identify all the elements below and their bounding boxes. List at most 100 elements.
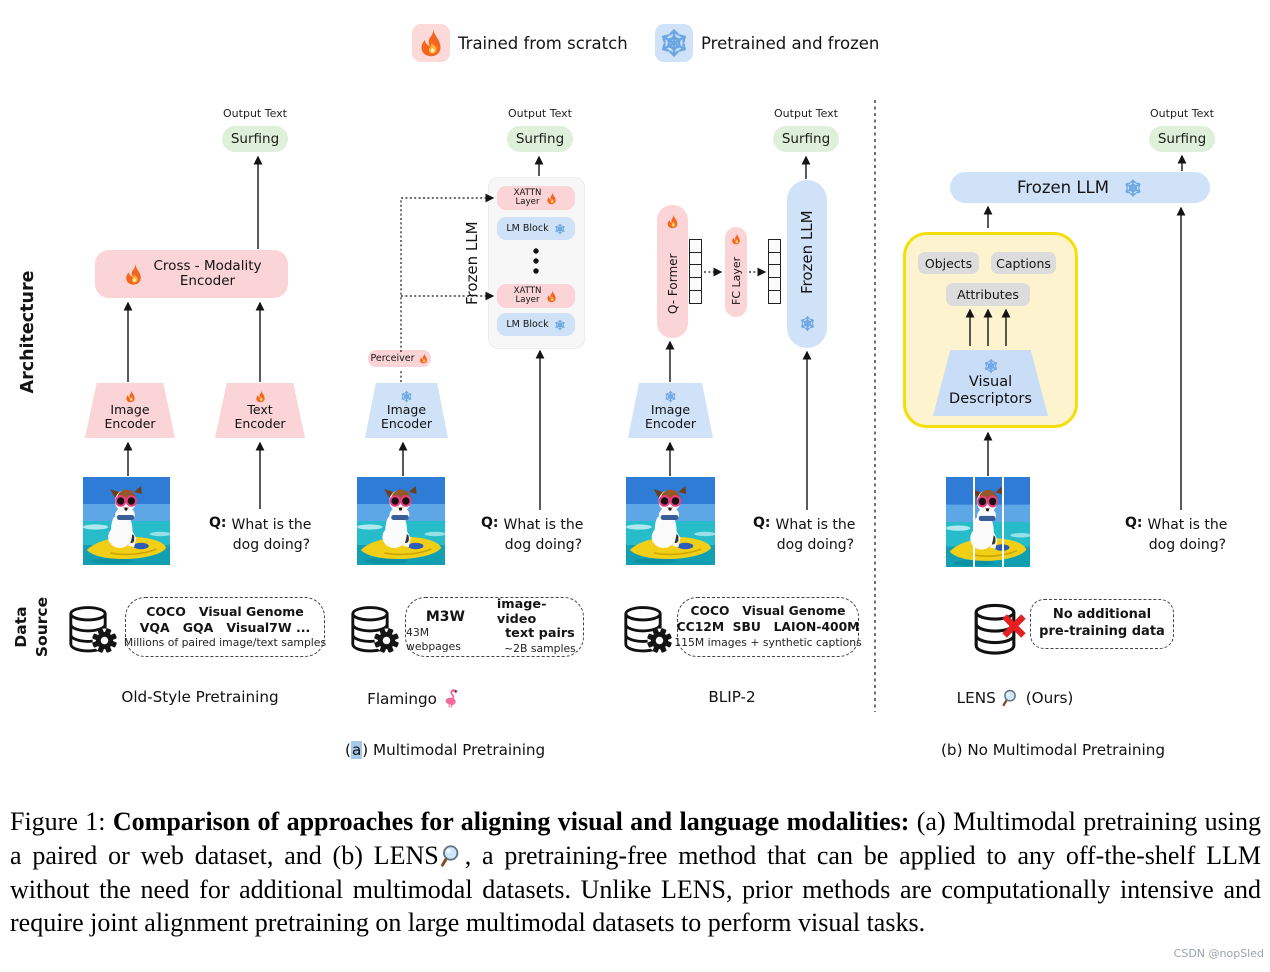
gear-icon <box>373 627 400 654</box>
flamingo-icon <box>442 688 463 709</box>
fire-icon <box>418 353 429 364</box>
watermark: CSDN @nopSled <box>1173 947 1264 960</box>
method-label-text: (Ours) <box>1025 689 1074 707</box>
segment-divider <box>973 477 975 567</box>
q-former-label: Q- Former <box>665 253 680 314</box>
image-encoder-line2: Encoder <box>644 416 697 431</box>
output-text-label: Output Text <box>508 107 572 120</box>
question-line1: What is the <box>775 517 856 533</box>
gear-icon <box>91 627 118 654</box>
dataset-line: VQA GQA Visual7W ... <box>139 619 311 635</box>
question-line1: What is the <box>231 517 312 533</box>
fire-icon <box>730 233 742 245</box>
xattn-layer-box: XATTN Layer <box>497 284 575 308</box>
fire-icon <box>412 24 450 62</box>
dog-surfing-image <box>946 477 1030 567</box>
dataset-subline: 115M images + synthetic captions <box>674 635 862 649</box>
database-icon <box>972 602 1018 656</box>
image-encoder-line1: Image <box>386 402 427 418</box>
question-text: Q: What is the dog doing? <box>753 515 855 556</box>
dataset-subline: 43M webpages <box>406 626 461 654</box>
text-encoder-line1: Text <box>247 402 273 418</box>
data-source-line1: Data <box>12 606 31 648</box>
output-value-pill: Surfing <box>1149 126 1215 152</box>
segment-divider <box>1002 477 1004 567</box>
cross-modality-encoder-box: Cross - Modality Encoder <box>95 250 288 298</box>
dataset-line: text pairs <box>505 626 575 642</box>
dog-surfing-image <box>626 477 715 565</box>
caption-a-close: ) <box>362 741 374 759</box>
method-label-text: LENS <box>956 689 996 707</box>
output-text-label: Output Text <box>774 107 838 120</box>
frozen-llm-box: Frozen LLM <box>950 172 1210 203</box>
snowflake-icon <box>1123 178 1143 198</box>
fire-icon <box>254 390 267 403</box>
lm-block-label: LM Block <box>506 223 549 234</box>
question-line2: dog doing? <box>504 537 583 554</box>
dataset-line: No additional <box>1052 607 1152 623</box>
question-prefix: Q: <box>753 515 771 531</box>
image-encoder-line1: Image <box>650 402 691 418</box>
caption-bold: Comparison of approaches for aligning vi… <box>112 807 910 836</box>
visual-descriptors-line1: Visual <box>968 374 1013 391</box>
question-line1: What is the <box>503 517 584 533</box>
dataset-box: No additional pre-training data <box>1030 599 1174 649</box>
snowflake-icon <box>983 358 999 374</box>
dataset-box: COCO Visual Genome CC12M SBU LAION-400M … <box>674 597 862 657</box>
dataset-subline: Millions of paired image/text samples <box>123 636 327 650</box>
dataset-subline: ~2B samples <box>504 642 576 656</box>
output-text-label: Output Text <box>223 107 287 120</box>
image-encoder-trapezoid: Image Encoder <box>628 383 713 438</box>
snowflake-icon <box>554 223 566 235</box>
method-label-flamingo: Flamingo <box>350 688 480 709</box>
snowflake-icon <box>400 390 413 403</box>
question-text: Q: What is the dog doing? <box>209 515 311 556</box>
question-prefix: Q: <box>1125 515 1143 531</box>
dataset-line: pre-training data <box>1039 624 1165 639</box>
caption-a-open: ( <box>345 741 351 759</box>
caption-a: (a) Multimodal Pretraining <box>345 741 545 759</box>
attributes-pill: Attributes <box>946 283 1030 306</box>
output-text-label: Output Text <box>1150 107 1214 120</box>
text-encoder-line2: Encoder <box>234 416 286 431</box>
output-value-pill: Surfing <box>222 126 288 152</box>
question-line2: dog doing? <box>776 537 855 554</box>
lm-block-box: LM Block <box>497 313 575 336</box>
image-encoder-line2: Encoder <box>380 416 433 431</box>
xattn-line2: Layer <box>515 295 540 305</box>
red-cross-icon <box>996 608 1032 644</box>
architecture-row-label: Architecture <box>18 270 38 394</box>
fire-icon <box>545 289 558 303</box>
dataset-line: COCO Visual Genome <box>690 604 846 618</box>
question-prefix: Q: <box>209 515 227 531</box>
dataset-box: M3W 43M webpages image-video text pairs … <box>405 597 584 657</box>
frozen-llm-vertical-label: Frozen LLM <box>463 221 481 305</box>
token-stack <box>768 238 781 304</box>
image-encoder-trapezoid: Image Encoder <box>365 383 448 438</box>
fire-icon <box>545 191 558 205</box>
lm-block-label: LM Block <box>506 319 549 330</box>
snowflake-icon <box>664 390 677 403</box>
snowflake-icon <box>655 24 693 62</box>
dataset-line: CC12M SBU LAION-400M <box>676 619 860 634</box>
data-source-line2: Source <box>33 596 51 658</box>
question-text: Q: What is the dog doing? <box>481 515 583 556</box>
xattn-line1: XATTN <box>513 285 542 296</box>
fire-icon <box>665 214 680 229</box>
data-source-row-label: Data Source <box>9 572 55 682</box>
perceiver-label: Perceiver <box>370 353 415 364</box>
output-value-pill: Surfing <box>773 126 839 152</box>
fire-icon <box>122 263 145 286</box>
question-line2: dog doing? <box>232 537 311 554</box>
question-line2: dog doing? <box>1148 537 1227 554</box>
caption-b: (b) No Multimodal Pretraining <box>941 741 1165 759</box>
image-encoder-line1: Image <box>110 402 150 418</box>
perceiver-box: Perceiver <box>368 350 431 367</box>
question-line1: What is the <box>1147 517 1228 533</box>
question-prefix: Q: <box>481 515 499 531</box>
fc-layer-label: FC Layer <box>729 256 743 306</box>
gear-icon <box>646 627 673 654</box>
visual-descriptors-trapezoid: Visual Descriptors <box>933 350 1048 416</box>
visual-descriptors-line2: Descriptors <box>949 391 1032 407</box>
fc-layer-box: FC Layer <box>725 227 747 317</box>
